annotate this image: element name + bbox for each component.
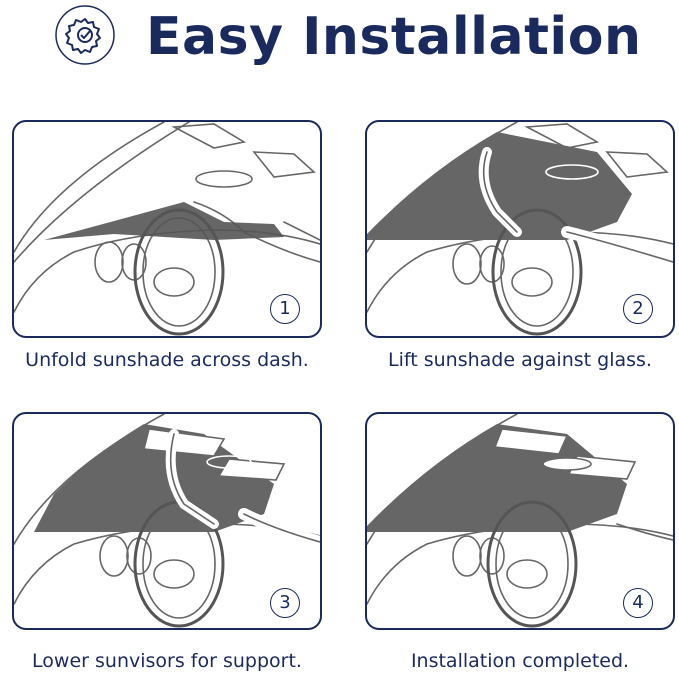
step-3-caption: Lower sunvisors for support. <box>32 650 302 672</box>
step-4-illustration <box>367 414 673 628</box>
step-2-caption: Lift sunshade against glass. <box>388 349 652 371</box>
step-3-panel: 3 <box>12 412 322 630</box>
step-2-illustration <box>367 122 673 336</box>
step-2-panel: 2 <box>365 120 675 338</box>
step-4-caption: Installation completed. <box>410 650 630 672</box>
header: Easy Installation <box>0 0 679 80</box>
step-4-panel: 4 <box>365 412 675 630</box>
step-number-badge: 4 <box>623 588 653 618</box>
gear-check-icon <box>54 4 116 66</box>
step-3-illustration <box>14 414 320 628</box>
page-title: Easy Installation <box>146 7 642 67</box>
step-number-badge: 3 <box>270 588 300 618</box>
step-1-illustration <box>14 122 320 336</box>
step-1-caption: Unfold sunshade across dash. <box>25 349 309 371</box>
step-number-badge: 2 <box>623 294 653 324</box>
step-number-badge: 1 <box>270 294 300 324</box>
step-1-panel: 1 <box>12 120 322 338</box>
